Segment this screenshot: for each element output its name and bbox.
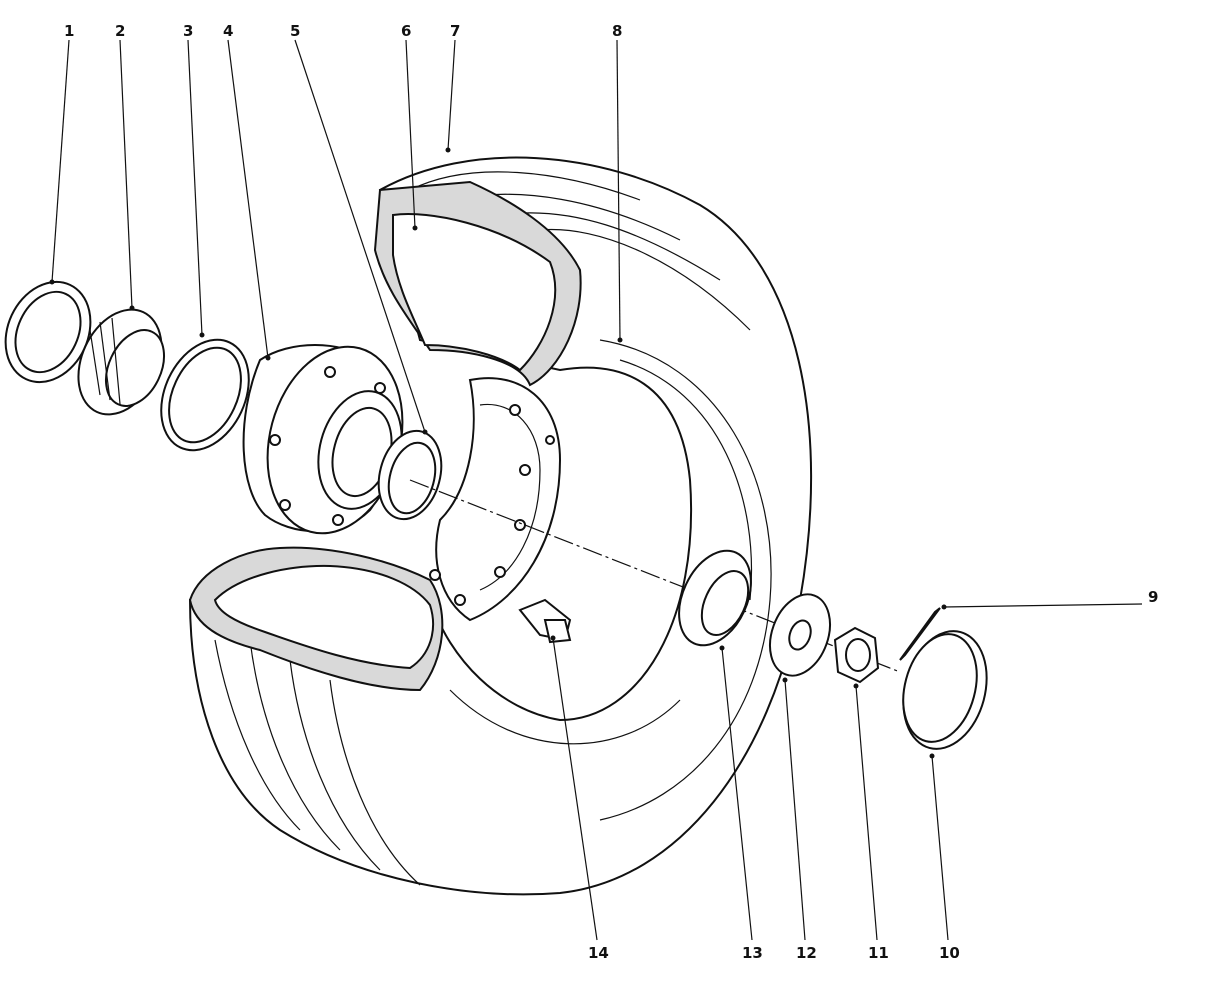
callout-8: 8 xyxy=(612,22,622,40)
callout-5: 5 xyxy=(290,22,300,40)
callout-14: 14 xyxy=(588,944,609,962)
split-pin xyxy=(899,607,941,661)
leader-lines xyxy=(49,39,1143,941)
hub-cap xyxy=(902,630,988,750)
tyre-section-top xyxy=(373,180,582,387)
outer-bearing-cup xyxy=(377,429,443,521)
callout-9: 9 xyxy=(1148,588,1158,606)
callout-11: 11 xyxy=(868,944,889,962)
hub xyxy=(242,344,404,535)
callout-4: 4 xyxy=(223,22,233,40)
washer xyxy=(769,593,831,677)
bearing-cup xyxy=(160,338,250,452)
callout-labels: 1 2 3 4 5 6 7 8 9 10 11 12 13 14 xyxy=(64,22,1158,962)
callout-1: 1 xyxy=(64,22,74,40)
callout-13: 13 xyxy=(742,944,763,962)
callout-6: 6 xyxy=(401,22,411,40)
tyre-section-bottom xyxy=(188,546,444,692)
callout-7: 7 xyxy=(450,22,460,40)
callout-12: 12 xyxy=(796,944,817,962)
wheel-rim xyxy=(429,377,562,622)
callout-10: 10 xyxy=(939,944,960,962)
castellated-nut xyxy=(833,626,880,684)
inner-bearing xyxy=(77,308,166,416)
outer-bearing xyxy=(678,549,752,647)
wheel-bolt xyxy=(518,598,572,644)
callout-3: 3 xyxy=(183,22,193,40)
oil-seal xyxy=(4,280,92,384)
callout-2: 2 xyxy=(115,22,125,40)
